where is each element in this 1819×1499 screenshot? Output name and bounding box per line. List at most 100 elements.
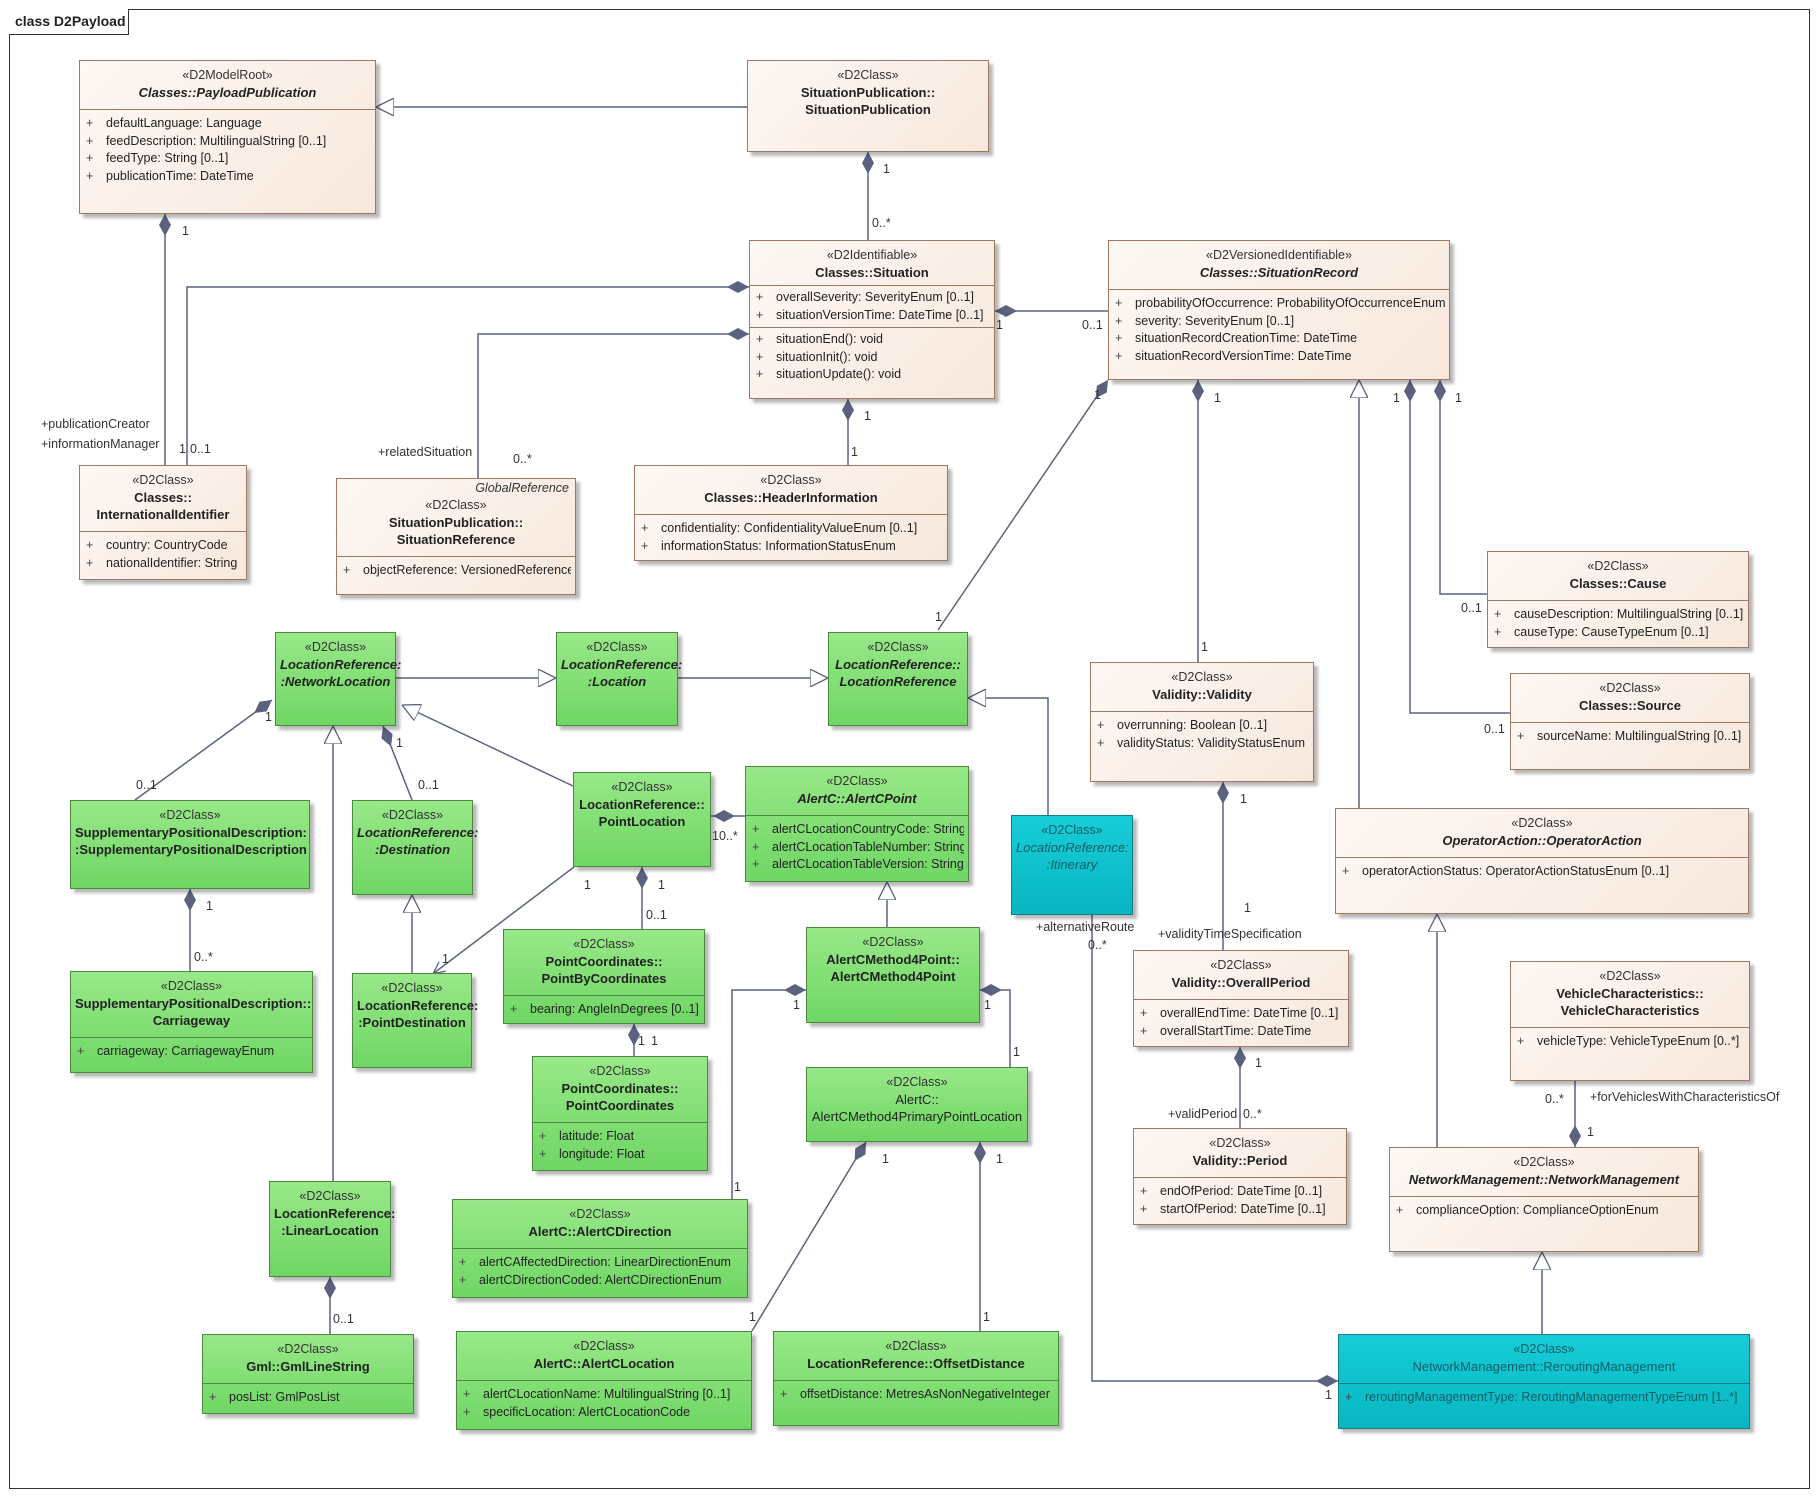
class-name: LocationReference: :Destination: [357, 825, 479, 857]
class-alertc-method4-primary-point-location[interactable]: «D2Class» AlertC:: AlertCMethod4PrimaryP…: [806, 1067, 1028, 1142]
stereotype: «D2Class»: [1599, 969, 1661, 983]
class-alertc-location[interactable]: «D2Class» AlertC::AlertCLocation +alertC…: [456, 1331, 752, 1430]
attribute: +carriageway: CarriagewayEnum: [77, 1044, 275, 1058]
class-name: AlertC::AlertCPoint: [797, 791, 917, 806]
class-alertc-point[interactable]: «D2Class» AlertC::AlertCPoint +alertCLoc…: [745, 766, 969, 882]
class-situation[interactable]: «D2Identifiable» Classes::Situation +ove…: [749, 240, 995, 399]
attribute: +nationalIdentifier: String: [86, 555, 238, 570]
class-carriageway[interactable]: «D2Class» SupplementaryPositionalDescrip…: [70, 971, 313, 1073]
class-linear-location[interactable]: «D2Class» LocationReference: :LinearLoca…: [269, 1181, 395, 1277]
multiplicity: 1: [1240, 792, 1247, 806]
diagram-frame: [9, 9, 1810, 1489]
multiplicity: 1: [1255, 1056, 1262, 1070]
attribute: +country: CountryCode: [86, 538, 228, 552]
attribute: +alertCLocationName: MultilingualString …: [463, 1387, 731, 1401]
multiplicity: 0..*: [194, 950, 213, 964]
class-name: LocationReference: :Itinerary: [1016, 840, 1129, 872]
stereotype: «D2Class»: [1210, 958, 1272, 972]
multiplicity: 1: [206, 899, 213, 913]
class-network-management[interactable]: «D2Class» NetworkManagement::NetworkMana…: [1389, 1147, 1699, 1252]
attribute: +reroutingManagementType: ReroutingManag…: [1345, 1390, 1738, 1404]
class-situation-reference[interactable]: GlobalReference «D2Class» SituationPubli…: [336, 478, 576, 595]
multiplicity: 1: [1244, 901, 1251, 915]
class-situation-record[interactable]: «D2VersionedIdentifiable» Classes::Situa…: [1108, 240, 1450, 380]
class-supplementary-positional-description[interactable]: «D2Class» SupplementaryPositionalDescrip…: [70, 800, 310, 889]
stereotype: «D2Class»: [826, 774, 888, 788]
multiplicity: 1: [882, 1152, 889, 1166]
attributes: +carriageway: CarriagewayEnum: [71, 1037, 312, 1067]
attribute: +situationRecordCreationTime: DateTime: [1115, 331, 1358, 345]
multiplicity: 1: [265, 710, 272, 724]
comp-sit-ii: [186, 281, 749, 465]
attributes: +vehicleType: VehicleTypeEnum [0..*]: [1511, 1027, 1749, 1057]
multiplicity: 0..1: [646, 908, 667, 922]
class-location[interactable]: «D2Class» LocationReference: :Location: [556, 632, 682, 726]
class-destination[interactable]: «D2Class» LocationReference: :Destinatio…: [352, 800, 479, 895]
role-label: +validityTimeSpecification: [1158, 927, 1302, 941]
class-operator-action[interactable]: «D2Class» OperatorAction::OperatorAction…: [1335, 808, 1749, 914]
class-network-location[interactable]: «D2Class» LocationReference: :NetworkLoc…: [275, 632, 401, 726]
stereotype: «D2ModelRoot»: [182, 68, 273, 82]
attribute: +complianceOption: ComplianceOptionEnum: [1396, 1203, 1659, 1217]
attribute: +overallSeverity: SeverityEnum [0..1]: [756, 290, 974, 304]
multiplicity: 1: [396, 736, 403, 750]
class-name: AlertC::AlertCLocation: [533, 1356, 675, 1371]
multiplicity: 1: [851, 445, 858, 459]
class-point-by-coordinates[interactable]: «D2Class» PointCoordinates:: PointByCoor…: [503, 929, 705, 1024]
class-location-reference[interactable]: «D2Class» LocationReference:: LocationRe…: [828, 632, 968, 726]
multiplicity: 1: [749, 1310, 756, 1324]
multiplicity: 1: [883, 162, 890, 176]
class-alertc-direction[interactable]: «D2Class» AlertC::AlertCDirection +alert…: [452, 1199, 748, 1298]
attribute: +situationVersionTime: DateTime [0..1]: [756, 307, 984, 322]
class-header-information[interactable]: «D2Class» Classes::HeaderInformation +co…: [634, 465, 948, 561]
multiplicity: 0..*: [1243, 1107, 1262, 1121]
comp-rm-itinerary: [1091, 915, 1338, 1387]
class-point-coordinates[interactable]: «D2Class» PointCoordinates:: PointCoordi…: [532, 1056, 708, 1171]
class-cause[interactable]: «D2Class» Classes::Cause +causeDescripti…: [1487, 551, 1749, 648]
class-alertc-method4-point[interactable]: «D2Class» AlertCMethod4Point:: AlertCMet…: [806, 927, 980, 1023]
stereotype: «D2Class»: [589, 1064, 651, 1078]
multiplicity: 1: [864, 409, 871, 423]
comp-nl-dest: [381, 725, 413, 801]
class-name: SupplementaryPositionalDescription:: Car…: [75, 996, 312, 1028]
class-situation-publication[interactable]: «D2Class» SituationPublication:: Situati…: [747, 60, 989, 152]
class-name: SituationPublication:: SituationPublicat…: [800, 85, 936, 117]
class-name: LocationReference::OffsetDistance: [807, 1356, 1025, 1371]
attribute: +probabilityOfOccurrence: ProbabilityOfO…: [1115, 296, 1445, 310]
class-period[interactable]: «D2Class» Validity::Period +endOfPeriod:…: [1133, 1128, 1347, 1225]
stereotype: «D2Class»: [159, 808, 221, 822]
stereotype: «D2Class»: [1209, 1136, 1271, 1150]
class-payload-publication[interactable]: «D2ModelRoot» Classes::PayloadPublicatio…: [79, 60, 376, 214]
class-source[interactable]: «D2Class» Classes::Source +sourceName: M…: [1510, 673, 1750, 770]
comp-pl-ac-diamond: [713, 810, 735, 822]
class-vehicle-characteristics[interactable]: «D2Class» VehicleCharacteristics:: Vehic…: [1510, 961, 1750, 1081]
class-name: Classes::Cause: [1569, 576, 1667, 591]
stereotype: «D2Class»: [573, 937, 635, 951]
stereotype: «D2Class»: [1041, 823, 1103, 837]
class-name: AlertC:: AlertCMethod4PrimaryPointLocati…: [811, 1092, 1023, 1124]
class-gml-line-string[interactable]: «D2Class» Gml::GmlLineString +posList: G…: [202, 1334, 414, 1414]
class-international-identifier[interactable]: «D2Class» Classes:: InternationalIdentif…: [79, 465, 247, 580]
attributes: +reroutingManagementType: ReroutingManag…: [1339, 1383, 1749, 1413]
stereotype: «D2Class»: [1171, 670, 1233, 684]
class-validity[interactable]: «D2Class» Validity::Validity +overrunnin…: [1090, 662, 1314, 782]
class-itinerary[interactable]: «D2Class» LocationReference: :Itinerary: [1011, 815, 1133, 915]
multiplicity: 1: [1214, 391, 1221, 405]
role-label: +informationManager: [41, 437, 160, 451]
attributes: +confidentiality: ConfidentialityValueEn…: [635, 514, 947, 561]
class-name: LocationReference:: PointLocation: [579, 797, 705, 829]
multiplicity: 0..*: [1088, 938, 1107, 952]
multiplicity: 1: [651, 1034, 658, 1048]
attributes: +offsetDistance: MetresAsNonNegativeInte…: [774, 1380, 1058, 1410]
class-point-destination[interactable]: «D2Class» LocationReference: :PointDesti…: [352, 973, 478, 1068]
class-offset-distance[interactable]: «D2Class» LocationReference::OffsetDista…: [773, 1331, 1059, 1426]
attributes: +probabilityOfOccurrence: ProbabilityOfO…: [1109, 289, 1449, 371]
class-rerouting-management[interactable]: «D2Class» NetworkManagement::ReroutingMa…: [1338, 1334, 1750, 1429]
attribute: +publicationTime: DateTime: [86, 168, 254, 183]
class-name: AlertC::AlertCDirection: [528, 1224, 672, 1239]
attribute: +confidentiality: ConfidentialityValueEn…: [641, 521, 918, 535]
multiplicity: 0..*: [1545, 1092, 1564, 1106]
class-overall-period[interactable]: «D2Class» Validity::OverallPeriod +overa…: [1133, 950, 1349, 1047]
class-point-location[interactable]: «D2Class» LocationReference:: PointLocat…: [573, 772, 711, 867]
